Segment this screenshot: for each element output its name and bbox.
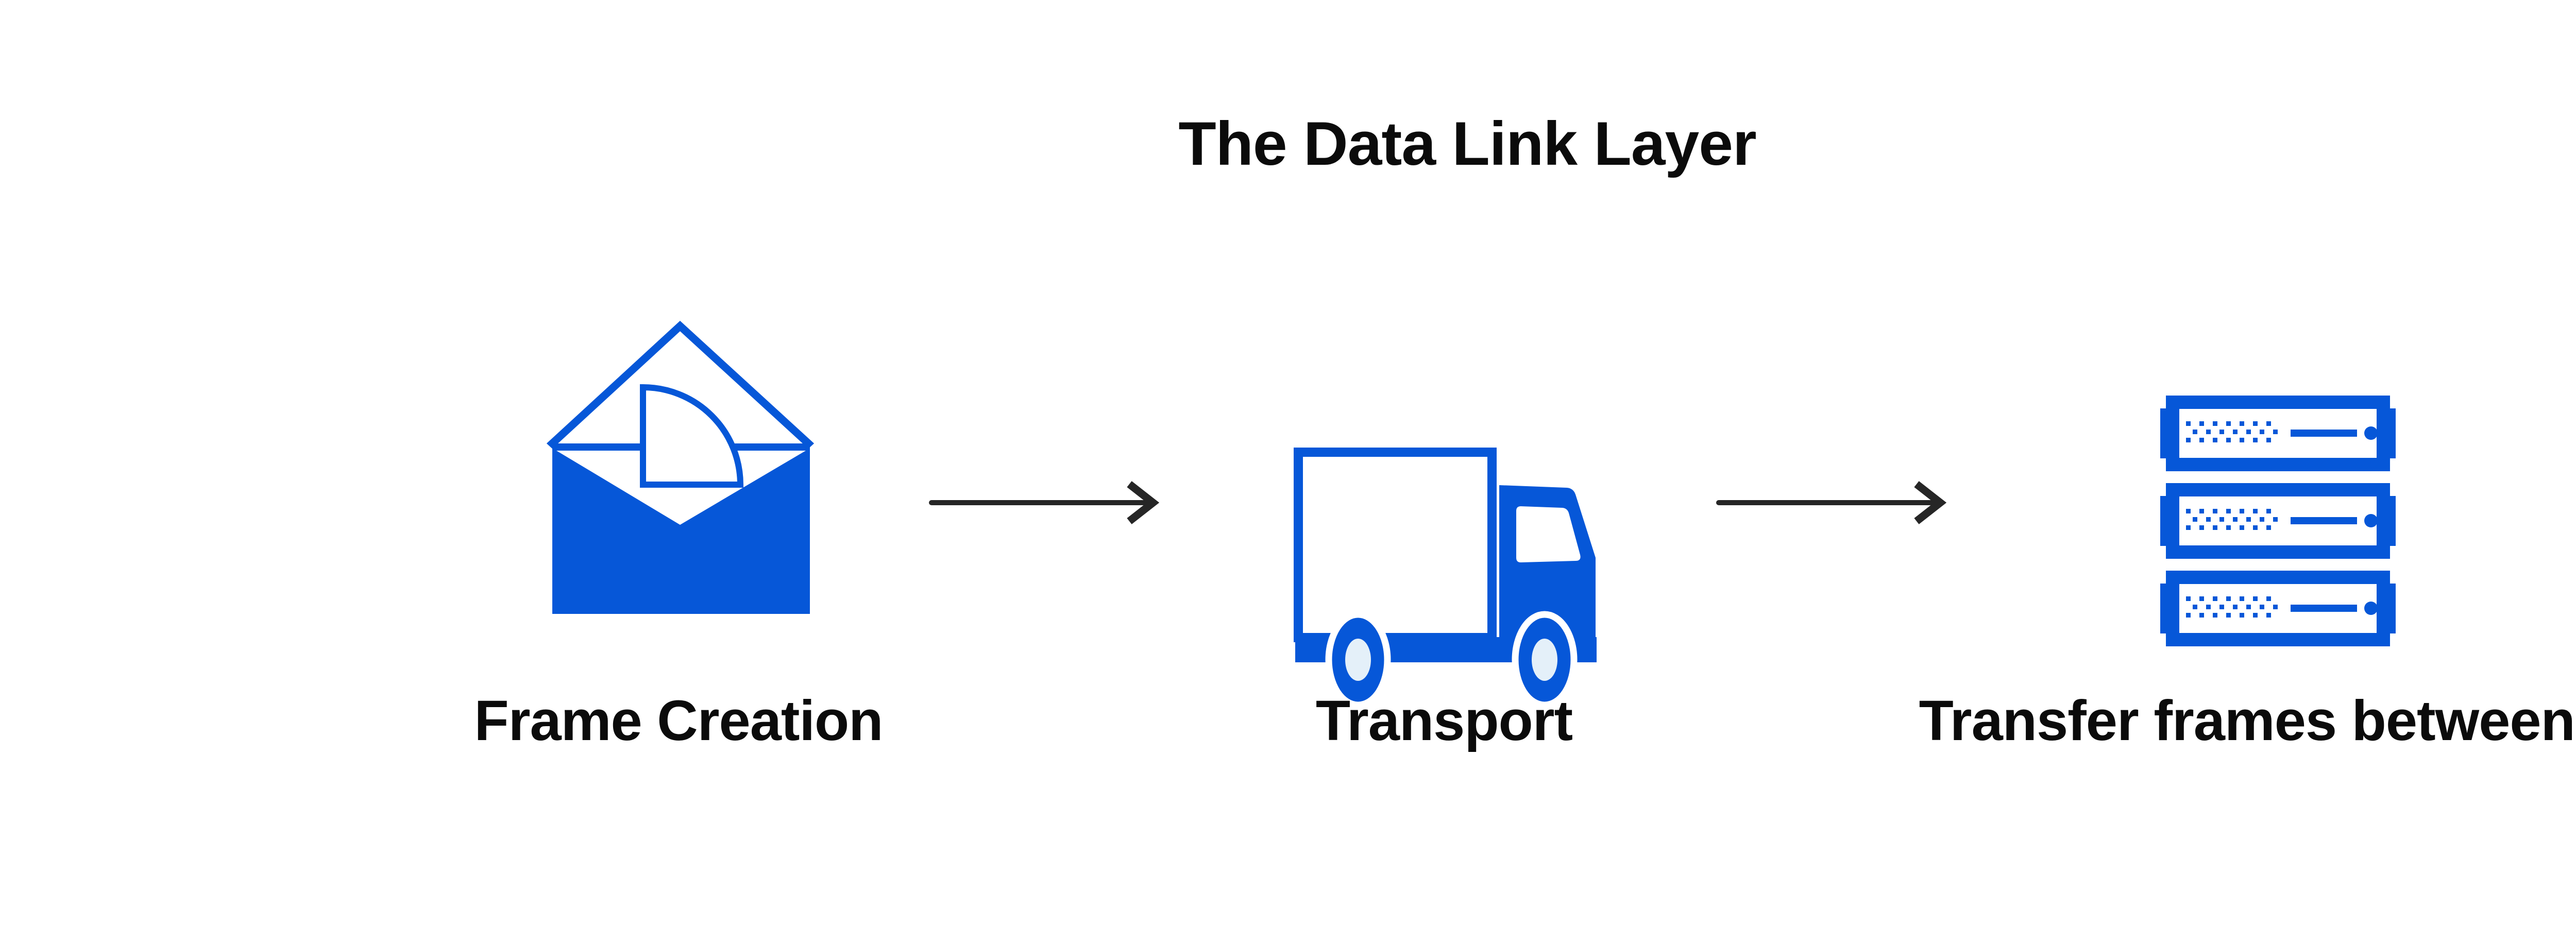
truck-window (1516, 506, 1581, 562)
truck-front-hub (1532, 639, 1557, 681)
server-unit-3 (2160, 577, 2396, 640)
page-title: The Data Link Layer (1178, 109, 1756, 178)
step-label-frame-creation: Frame Creation (474, 689, 884, 752)
step-label-transport: Transport (1315, 689, 1573, 752)
right-arrow-icon (929, 481, 1159, 524)
step-label-transfer-frames: Transfer frames between net (1919, 689, 2576, 752)
truck-rear-hub (1345, 639, 1371, 681)
truck-icon (1294, 448, 1597, 708)
server-unit-2 (2160, 490, 2396, 552)
server-stack-icon (2159, 396, 2397, 650)
server-unit-1 (2160, 402, 2396, 465)
right-arrow-icon (1716, 481, 1946, 524)
truck-cargo-box (1294, 448, 1497, 642)
envelope-frame-icon (546, 320, 814, 614)
envelope-sheet (640, 384, 744, 488)
